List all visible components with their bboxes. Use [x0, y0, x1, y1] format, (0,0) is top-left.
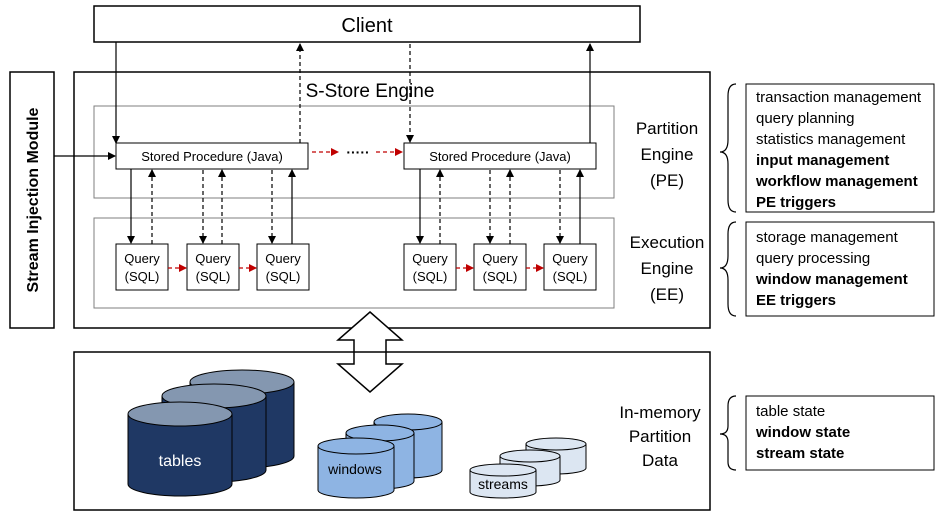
feature-item: query processing — [756, 250, 870, 267]
feature-item: PE triggers — [756, 194, 836, 211]
data-brace — [719, 395, 737, 471]
im-line3: Data — [642, 451, 678, 470]
ee-brace — [719, 221, 737, 317]
query-sql-label: (SQL) — [266, 269, 301, 284]
windows-cylinder-front — [317, 437, 395, 499]
feature-item: window state — [755, 424, 850, 441]
execution-engine-box — [93, 217, 615, 309]
pe-line3: (PE) — [650, 171, 684, 190]
query-sql-label: (SQL) — [553, 269, 588, 284]
in-memory-data-box — [73, 351, 711, 511]
in-memory-label: In-memory Partition Data — [619, 403, 701, 470]
streams-cylinder-front — [469, 463, 537, 499]
ee-feature-list: storage management query processing window… — [755, 229, 908, 309]
windows-label: windows — [327, 461, 382, 477]
feature-item: storage management — [756, 229, 899, 246]
stored-procedure-label: Stored Procedure (Java) — [141, 149, 283, 164]
im-line1: In-memory — [619, 403, 701, 422]
pe-line1: Partition — [636, 119, 698, 138]
query-label: Query — [195, 251, 231, 266]
tables-cylinder-front — [127, 401, 233, 497]
feature-item: statistics management — [756, 131, 906, 148]
partition-engine-box — [93, 105, 615, 199]
ee-features-box — [745, 221, 935, 317]
ee-line3: (EE) — [650, 285, 684, 304]
query-sql-label: (SQL) — [196, 269, 231, 284]
stored-procedure-1: Stored Procedure (Java) — [115, 142, 309, 170]
ee-line2: Engine — [641, 259, 694, 278]
query-label: Query — [124, 251, 160, 266]
feature-item: workflow management — [755, 173, 918, 190]
windows-cylinders: windows — [317, 413, 443, 499]
client-arrows — [112, 42, 594, 144]
query-box-1: Query (SQL) — [115, 243, 169, 291]
feature-item: stream state — [756, 445, 844, 462]
query-box-2: Query (SQL) — [186, 243, 240, 291]
feature-item: query planning — [756, 110, 854, 127]
query-label: Query — [412, 251, 448, 266]
ee-line1: Execution — [630, 233, 705, 252]
query-sql-label: (SQL) — [483, 269, 518, 284]
pe-features-box — [745, 83, 935, 213]
data-feature-list: table state window state stream state — [755, 403, 850, 462]
client-box: Client — [93, 5, 641, 43]
partition-engine-label: Partition Engine (PE) — [636, 119, 698, 190]
s-store-engine: S-Store Engine — [73, 71, 711, 329]
query-sql-label: (SQL) — [125, 269, 160, 284]
stored-procedure-2: Stored Procedure (Java) — [403, 142, 597, 170]
procedure-query-arrows — [127, 169, 584, 244]
streams-cylinders: streams — [469, 437, 587, 499]
tables-cylinders: tables — [127, 369, 295, 497]
query-box-3: Query (SQL) — [256, 243, 310, 291]
pe-brace — [719, 83, 737, 213]
query-sql-label: (SQL) — [413, 269, 448, 284]
feature-item: window management — [755, 271, 908, 288]
im-line2: Partition — [629, 427, 691, 446]
tables-label: tables — [159, 453, 202, 470]
query-label: Query — [552, 251, 588, 266]
query-box-4: Query (SQL) — [403, 243, 457, 291]
streams-label: streams — [478, 476, 528, 492]
feature-item: transaction management — [756, 89, 922, 106]
client-label: Client — [341, 15, 393, 37]
query-box-6: Query (SQL) — [543, 243, 597, 291]
stream-injection-label: Stream Injection Module — [25, 107, 42, 292]
query-box-5: Query (SQL) — [473, 243, 527, 291]
query-label: Query — [265, 251, 301, 266]
pe-feature-list: transaction management query planning stat… — [755, 89, 922, 211]
execution-engine-label: Execution Engine (EE) — [630, 233, 705, 304]
engine-title: S-Store Engine — [306, 81, 435, 102]
stored-procedure-label: Stored Procedure (Java) — [429, 149, 571, 164]
procedure-ellipsis: ····· — [346, 144, 369, 160]
feature-item: EE triggers — [756, 292, 836, 309]
stream-injection-module: Stream Injection Module — [9, 71, 55, 329]
data-features-box — [745, 395, 935, 471]
feature-item: table state — [756, 403, 825, 420]
feature-item: input management — [756, 152, 889, 169]
query-label: Query — [482, 251, 518, 266]
pe-line2: Engine — [641, 145, 694, 164]
